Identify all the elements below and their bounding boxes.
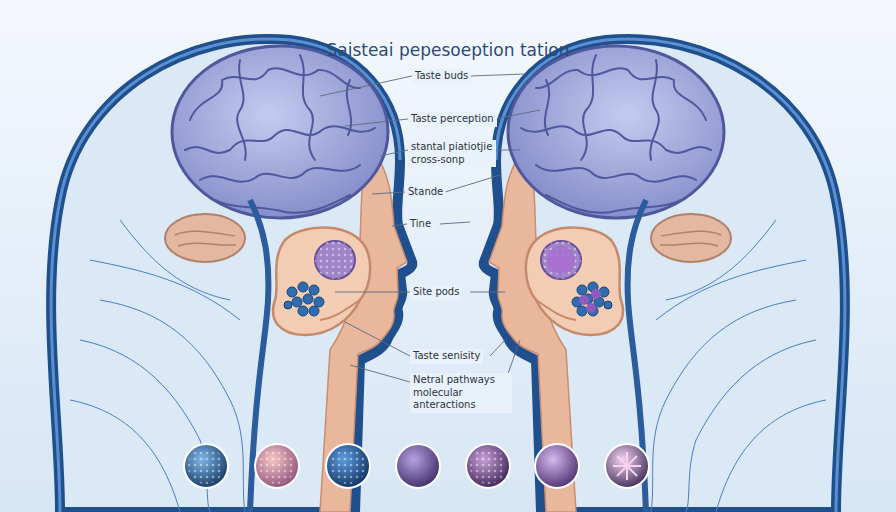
part-label: Taste buds — [412, 69, 471, 84]
part-label: Stande — [405, 185, 446, 200]
part-label: Netral pathways molecular anteractions — [410, 373, 512, 413]
part-label: stantal piatiotjie cross-sonp — [408, 140, 496, 167]
molecule-circles — [184, 444, 649, 488]
head-left — [51, 39, 412, 512]
part-label: Taste senisity — [410, 349, 483, 364]
diagram-title: Saisteai pepesoeption tation — [0, 40, 896, 60]
part-label: Taste perception — [408, 112, 497, 127]
part-label: Site pods — [410, 285, 462, 300]
taste-blobs-right — [547, 246, 601, 313]
leader-lines — [320, 74, 540, 382]
head-right — [484, 39, 845, 512]
part-label: Tine — [407, 217, 434, 232]
molecule-spikes — [613, 452, 641, 480]
molecule-texture — [188, 448, 506, 484]
